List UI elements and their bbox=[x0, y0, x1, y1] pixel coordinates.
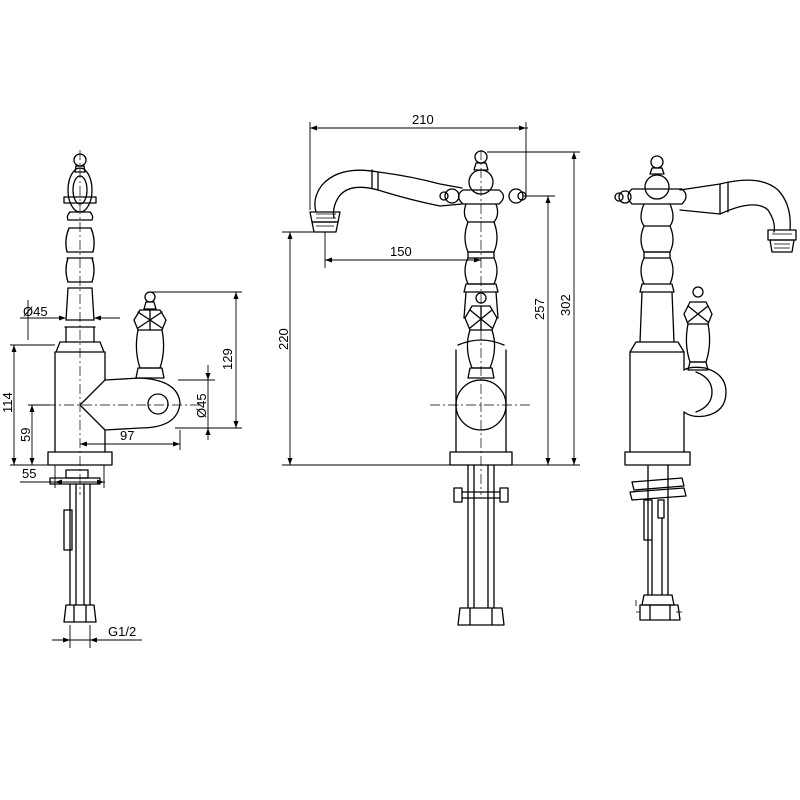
rear-view bbox=[614, 155, 797, 621]
dim-d45-top: Ø45 bbox=[23, 304, 48, 319]
dim-114: 114 bbox=[0, 392, 15, 413]
dim-59: 59 bbox=[18, 428, 33, 442]
dim-257: 257 bbox=[532, 298, 547, 320]
dim-129: 129 bbox=[220, 348, 235, 370]
dim-302: 302 bbox=[558, 294, 573, 316]
dim-150: 150 bbox=[390, 244, 412, 259]
dim-97: 97 bbox=[120, 428, 134, 443]
dim-d45-hub: Ø45 bbox=[194, 393, 209, 418]
front-view: 210 150 220 257 302 bbox=[276, 112, 580, 626]
dim-210: 210 bbox=[412, 112, 434, 127]
dim-220: 220 bbox=[276, 328, 291, 350]
dim-thread: G1/2 bbox=[108, 624, 136, 639]
dim-55: 55 bbox=[22, 466, 36, 481]
side-view: Ø45 114 59 55 97 Ø45 129 G1/2 bbox=[0, 150, 242, 648]
